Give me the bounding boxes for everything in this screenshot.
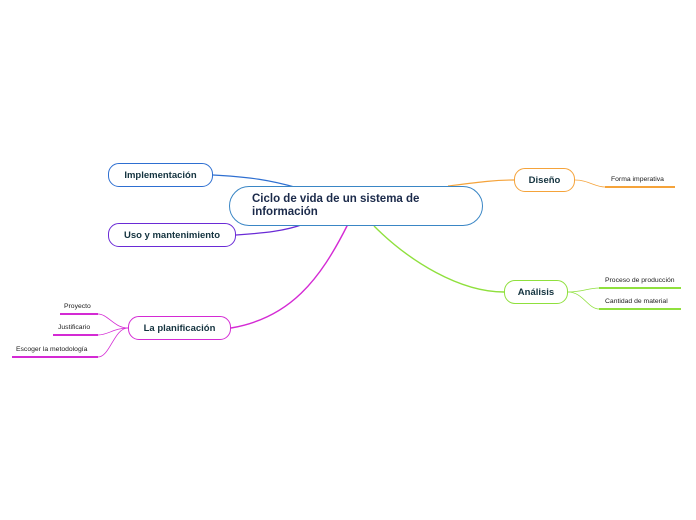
subtopic-proyecto[interactable]: Proyecto <box>64 303 91 310</box>
topic-diseno-label: Diseño <box>528 174 561 186</box>
topic-implementacion-label: Implementación <box>124 169 197 181</box>
connector-proyecto <box>97 313 129 329</box>
topic-analisis-label: Análisis <box>517 286 555 298</box>
subtopic-escoger-metodologia[interactable]: Escoger la metodología <box>16 346 88 353</box>
central-topic[interactable]: Ciclo de vida de un sistema de informaci… <box>229 186 483 226</box>
topic-planificacion-label: La planificación <box>143 322 216 334</box>
connector-forma-imperativa <box>574 179 606 188</box>
connector-escoger <box>97 327 129 358</box>
connector-implementacion <box>212 174 299 189</box>
connector-proceso <box>567 287 600 293</box>
topic-uso-mantenimiento[interactable]: Uso y mantenimiento <box>108 223 236 247</box>
subtopic-cantidad-material[interactable]: Cantidad de material <box>605 298 668 305</box>
connector-cantidad <box>567 291 600 310</box>
topic-diseno[interactable]: Diseño <box>514 168 575 192</box>
topic-implementacion[interactable]: Implementación <box>108 163 213 187</box>
connector-analisis <box>373 225 505 293</box>
topic-planificacion[interactable]: La planificación <box>128 316 231 340</box>
topic-analisis[interactable]: Análisis <box>504 280 568 304</box>
subtopic-forma-imperativa[interactable]: Forma imperativa <box>611 176 664 183</box>
connector-planificacion <box>230 223 349 329</box>
topic-uso-mantenimiento-label: Uso y mantenimiento <box>123 229 221 241</box>
central-topic-label: Ciclo de vida de un sistema de informaci… <box>252 193 420 218</box>
connector-diseno <box>447 179 515 187</box>
subtopic-justificario[interactable]: Justificario <box>58 324 91 331</box>
subtopic-proceso-produccion[interactable]: Proceso de producción <box>605 277 675 284</box>
